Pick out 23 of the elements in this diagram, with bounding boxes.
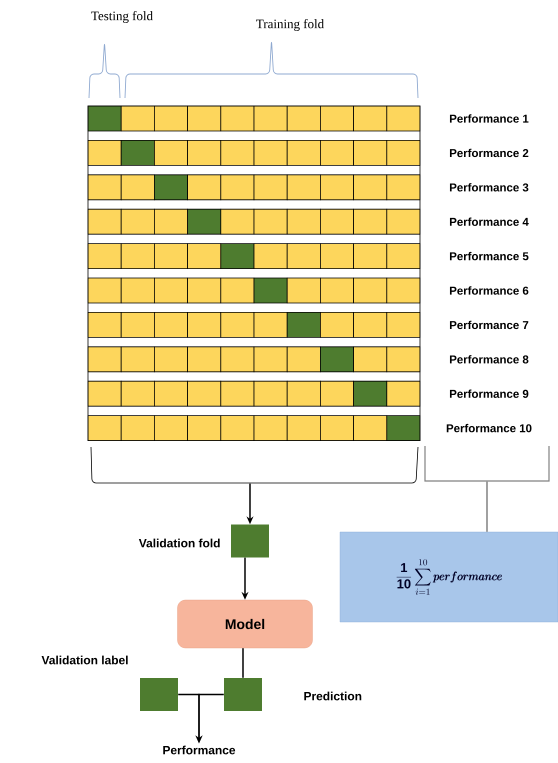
performance-label: Performance 5 [450, 252, 528, 260]
bracket [90, 446, 418, 484]
performance-label: Performance 3 [450, 183, 528, 192]
square [140, 678, 178, 711]
performance-label: Performance 6 [450, 286, 528, 295]
performance-label: Performance 4 [450, 218, 529, 226]
fold-label: Training fold [256, 19, 324, 31]
performance-label: Performance 10 [446, 424, 532, 432]
formula-box: $\frac{\mathbf{1}}{\mathbf{10}}\sum_{i=1}^{10}\pmb{performance}$ [340, 532, 558, 622]
performance-label: Performance 2 [450, 148, 528, 158]
square-caption: Validation fold [138, 538, 220, 548]
performance-label: Performance 8 [450, 355, 528, 364]
model-box: Model [177, 600, 313, 648]
fold-label: Testing fold [91, 11, 153, 23]
bracket [424, 446, 550, 482]
square [231, 524, 269, 558]
result-text: Performance [163, 746, 236, 754]
square [224, 678, 262, 711]
square-caption: Validation label [42, 656, 128, 664]
square-caption: Prediction [304, 692, 362, 700]
performance-label: Performance 7 [450, 320, 528, 330]
performance-label: Performance 9 [450, 390, 528, 398]
performance-label: Performance 1 [450, 114, 528, 123]
